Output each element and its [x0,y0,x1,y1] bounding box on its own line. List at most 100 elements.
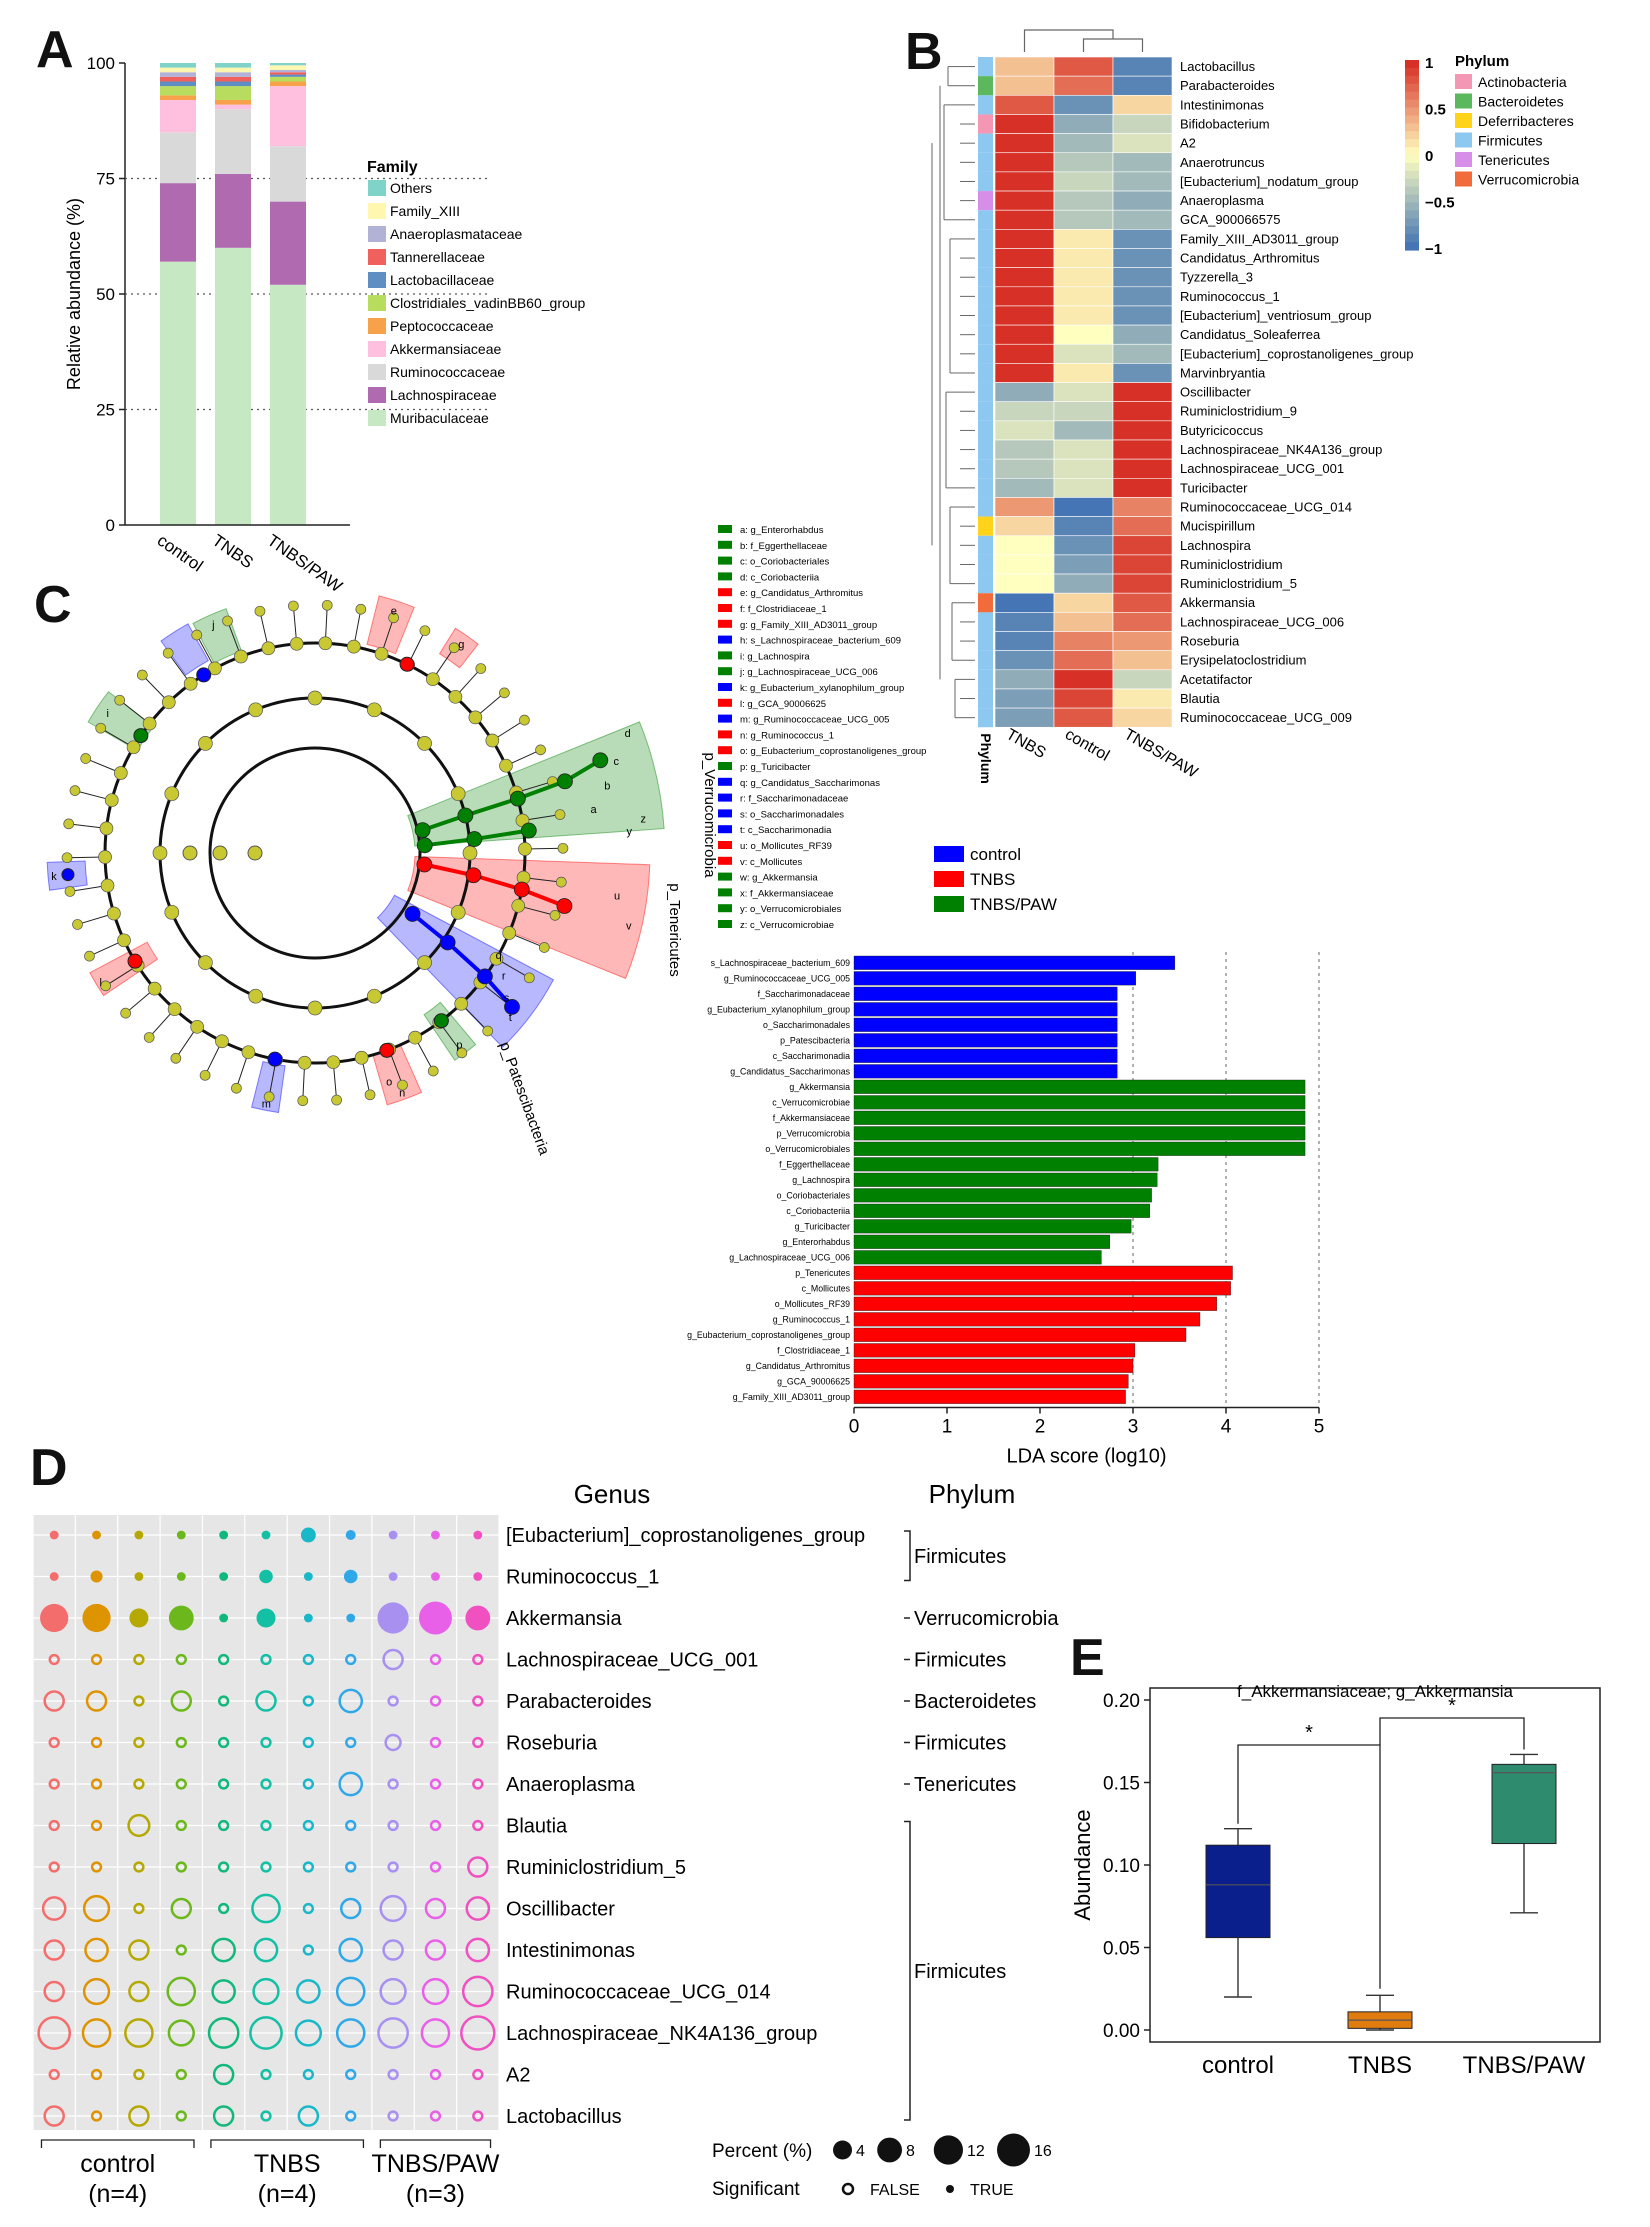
bubble [467,1856,489,1878]
scale-step [1405,99,1419,109]
scale-step [1405,107,1419,117]
heatmap-cell [994,707,1055,728]
bubble [346,1613,356,1623]
cladogram-outer-label: p_Tenericutes [666,883,683,976]
cladogram-node [450,786,466,802]
key-swatch [718,762,732,770]
lda-x-tick-label: 0 [849,1417,860,1438]
bubble [49,1530,59,1540]
bubble [343,1569,358,1584]
scale-step [1405,186,1419,196]
cladogram-node [98,850,112,864]
legend-label: Family_XIII [390,203,460,219]
heatmap-cell [1053,592,1114,613]
legend-label: Akkermansiaceae [390,341,501,357]
bubble [431,1530,440,1540]
cladogram-node [462,845,478,861]
scale-tick-label: 0 [1425,148,1433,165]
bubble [294,2019,323,2047]
bubble [82,1603,111,1633]
cladogram-sig-node [133,728,149,744]
cladogram-leaf-node [80,753,92,764]
y-tick-label: 0.00 [1103,2021,1140,2042]
key-swatch [718,540,732,549]
heatmap-cell [1112,401,1173,422]
cladogram-node [454,996,469,1011]
panel-letter-e: E [1070,1629,1105,1687]
heatmap-cell [1053,516,1114,537]
group-bracket [40,2139,195,2148]
bubble [90,1736,103,1749]
bubble [335,1976,366,2007]
bubble [134,1530,144,1540]
bubble [472,1819,484,1832]
heatmap-cell [994,286,1055,307]
heatmap-cell [1053,343,1114,364]
legend-title: Family [367,159,418,176]
bubble [133,1736,145,1749]
phylum-legend-label: Bacteroidetes [1478,94,1564,110]
bubble [255,1690,277,1712]
heatmap-cell [1053,477,1114,498]
heatmap-cell [994,669,1055,690]
cladogram-node [326,1055,341,1070]
genus-label: [Eubacterium]_coprostanoligenes_group [506,1525,865,1547]
bubble [387,1695,399,1707]
bar-segment [270,81,306,87]
significance-bracket [1237,1744,1381,1989]
cladogram-leaf-node [191,629,203,641]
heatmap-cell [994,305,1055,326]
phylum-cell [978,688,993,709]
lda-bar-label: g_Candidatus_Saccharimonas [730,1067,850,1077]
bar-segment [160,81,196,87]
lda-bar-label: c_Verrucomicrobiae [772,1098,850,1108]
cladogram-leaf-node [549,910,561,921]
heatmap-cell [994,497,1055,517]
bubble [37,2016,72,2050]
box [1491,1763,1557,1845]
row-label: Roseburia [1180,634,1240,649]
heatmap-cell [994,439,1055,460]
heatmap-cell [1053,133,1114,154]
cladogram-node [346,639,361,654]
bubble [379,1894,407,1923]
scale-tick-label: −0.5 [1425,195,1455,212]
bubble [384,1733,402,1752]
bubble [90,1653,103,1666]
lda-bar-label: o_Mollicutes_RF39 [775,1299,850,1309]
cladogram-node [248,702,264,718]
heatmap-cell [994,95,1055,115]
key-label: c: o_Coriobacteriales [740,557,829,568]
bubble [41,1896,67,1921]
cladogram-node [499,758,513,773]
legend-swatch [368,180,386,196]
bubble [175,1819,187,1832]
phylum-legend-swatch [1455,113,1472,128]
cladogram-node [318,636,333,651]
phylum-cell [978,420,993,440]
heatmap-cell [1112,535,1173,556]
bar-segment [215,72,251,77]
bubble [296,1979,321,2004]
bubble [175,1944,187,1956]
bubble [259,1569,273,1584]
bubble [339,1897,362,1920]
lda-bar-label: g_Ruminococcaceae_UCG_005 [724,974,850,984]
cladogram-node [234,649,248,664]
heatmap-cell [994,209,1055,230]
row-label: Ruminococcus_1 [1180,289,1280,304]
cladogram-node [117,933,131,948]
phylum-cell [978,133,993,153]
key-swatch [718,825,732,834]
lda-bar-label: s_Lachnospiraceae_bacterium_609 [711,958,850,968]
genus-label: Blautia [506,1816,568,1838]
heatmap-cell [1112,573,1173,594]
cladogram-leaf-node [254,605,266,617]
phylum-annotation-label: Phylum [978,733,994,784]
bubble [84,1937,109,1963]
significance-bracket [1379,1717,1525,1750]
lda-bar-label: o_Verrucomicrobiales [765,1144,850,1154]
heatmap-cell [1053,669,1114,690]
clade-letter: c [613,756,619,768]
